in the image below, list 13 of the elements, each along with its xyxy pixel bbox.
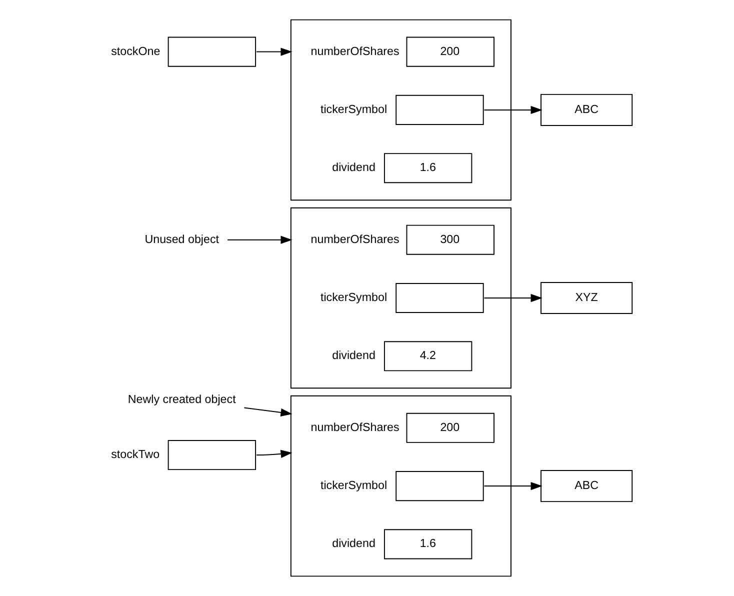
node-label: dividend	[332, 349, 375, 362]
node-label: tickerSymbol	[320, 291, 387, 304]
node-label: numberOfShares	[310, 420, 399, 434]
node-label: dividend	[332, 161, 375, 174]
node-label: stockOne	[110, 44, 160, 58]
node-text: Unused object	[144, 232, 219, 246]
node-label: dividend	[332, 537, 375, 550]
node-text: Newly created object	[127, 392, 236, 406]
node-label: tickerSymbol	[320, 102, 387, 116]
node-label: tickerSymbol	[320, 479, 387, 492]
node-label: numberOfShares	[310, 44, 399, 58]
node-label: numberOfShares	[310, 232, 399, 246]
node-label: stockTwo	[110, 448, 160, 462]
